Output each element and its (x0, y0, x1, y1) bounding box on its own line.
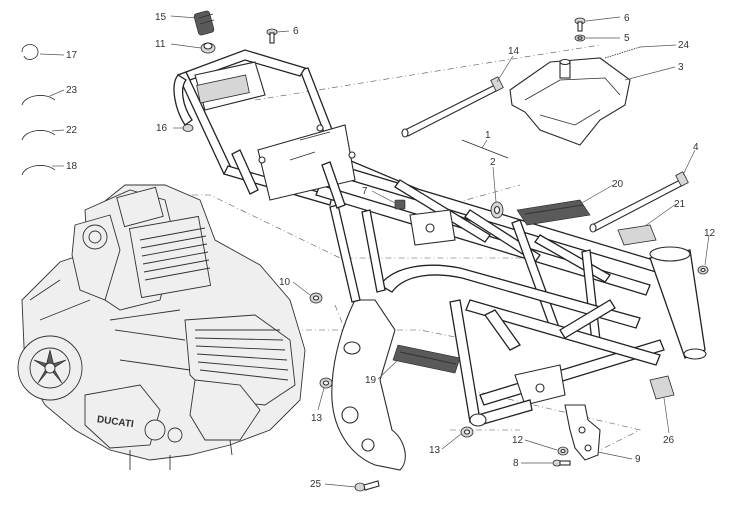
callout-6-top: 6 (293, 26, 299, 37)
part-spacer (490, 201, 504, 219)
callout-leaders (39, 15, 710, 488)
part-frame-label (461, 139, 509, 159)
part-rubber-plug (182, 124, 194, 132)
part-clip-7 (394, 199, 406, 210)
part-bolt-25 (354, 480, 380, 492)
callout-labels: 15 6 11 17 23 22 18 16 14 1 2 7 6 5 24 3… (66, 12, 716, 490)
callout-14: 14 (508, 46, 520, 57)
rear-cylinder-fins (139, 227, 211, 281)
callout-13-right: 13 (429, 445, 441, 456)
callout-26: 26 (663, 435, 675, 446)
part-label-26 (649, 375, 675, 400)
callout-15: 15 (155, 12, 167, 23)
callout-5: 5 (624, 33, 630, 44)
callout-11: 11 (155, 39, 166, 50)
callout-1: 1 (485, 130, 491, 141)
callout-10: 10 (279, 277, 291, 288)
callout-17: 17 (66, 50, 78, 61)
callout-25: 25 (310, 479, 322, 490)
callout-3: 3 (678, 62, 684, 73)
part-washer (574, 34, 586, 42)
main-frame (173, 49, 707, 471)
part-label-21 (617, 224, 657, 246)
part-nut-12b (557, 446, 569, 456)
part-cable-tie-22 (21, 130, 56, 141)
part-cable-tie-18 (21, 165, 56, 176)
callout-20: 20 (612, 179, 624, 190)
part-nut-12a (697, 265, 709, 275)
callout-12-bottom: 12 (512, 435, 524, 446)
callout-9: 9 (635, 454, 641, 465)
callout-13-left: 13 (311, 413, 323, 424)
callout-16: 16 (156, 123, 168, 134)
callout-23: 23 (66, 85, 78, 96)
part-cover (509, 57, 631, 146)
part-screw-8 (552, 459, 571, 467)
callout-19: 19 (365, 375, 377, 386)
part-pad-20 (516, 199, 591, 226)
callout-7: 7 (362, 186, 368, 197)
callout-6-right: 6 (624, 13, 630, 24)
part-screw-right (574, 17, 586, 32)
front-cylinder-fins (194, 329, 289, 381)
callout-18: 18 (66, 161, 78, 172)
part-screw-top (266, 28, 278, 44)
callout-12-top: 12 (704, 228, 716, 239)
part-bracket-9 (564, 404, 601, 461)
callout-24: 24 (678, 40, 690, 51)
engine-brand-text: DUCATI (96, 414, 134, 430)
part-pad-19 (392, 344, 461, 374)
part-nut-13b (460, 426, 474, 438)
part-rubber-bumper (193, 10, 215, 36)
part-cable-clip (21, 44, 39, 60)
callout-22: 22 (66, 125, 78, 136)
callout-4: 4 (693, 142, 699, 153)
engine-assembly: DUCATI (17, 184, 306, 470)
callout-21: 21 (674, 199, 686, 210)
part-grommet (200, 42, 216, 54)
part-cable-tie-23 (21, 95, 56, 106)
callout-2: 2 (490, 157, 496, 168)
part-nut-13a (319, 377, 333, 389)
part-through-bolt-14 (401, 76, 504, 138)
callout-8: 8 (513, 458, 519, 469)
part-nut-10 (309, 292, 323, 304)
part-spring (604, 46, 641, 59)
part-through-bolt-4 (589, 171, 689, 233)
